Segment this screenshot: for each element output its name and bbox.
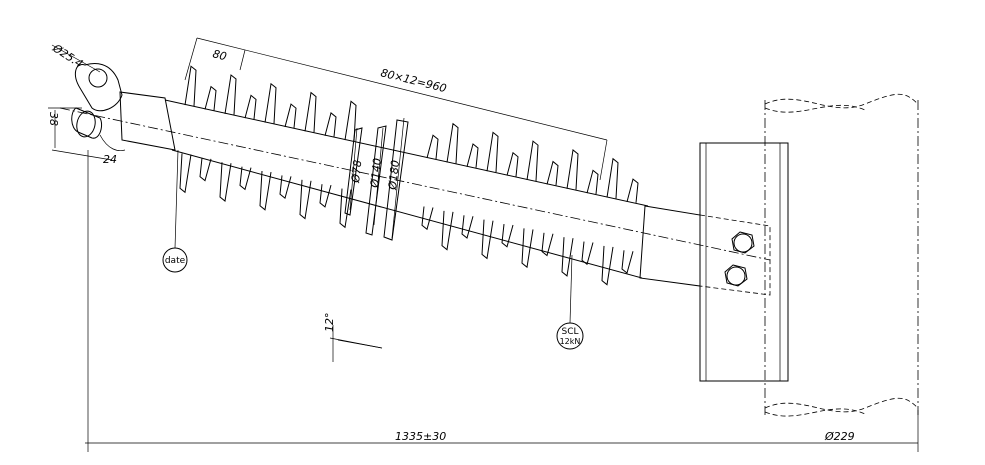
- pole: [764, 93, 919, 417]
- callout-scl: SCL 12kN: [556, 322, 584, 350]
- dim-tilt-angle: 12°: [323, 313, 336, 333]
- dim-shed-pitch: 80: [211, 47, 228, 63]
- end-fitting-left: [71, 63, 176, 151]
- shed-7: [319, 112, 337, 208]
- clamp-plate: [699, 142, 789, 382]
- shed-0: [179, 65, 197, 194]
- shed-6: [299, 91, 317, 220]
- callout-date-label: date: [165, 256, 186, 266]
- shed-12: [481, 131, 499, 260]
- dim-dia-small: Ø78: [349, 159, 364, 184]
- shed-8: [339, 100, 357, 229]
- shed-4: [259, 82, 277, 211]
- shed-3: [239, 94, 257, 191]
- shed-16: [561, 148, 579, 277]
- shed-19: [621, 178, 639, 274]
- dim-eye-height: 38: [47, 112, 60, 126]
- shed-17: [581, 169, 599, 266]
- shed-13: [501, 151, 519, 248]
- sheds: [179, 65, 639, 286]
- shed-18: [601, 157, 619, 286]
- end-fitting-right: [639, 205, 771, 296]
- shed-1: [199, 85, 217, 182]
- shed-10: [441, 122, 459, 251]
- shed-9: [421, 134, 439, 231]
- dimension-lines: [48, 37, 919, 452]
- dim-shed-total: 80×12=960: [379, 66, 448, 95]
- shed-14: [521, 140, 539, 269]
- callout-scl-line1: SCL: [561, 327, 578, 337]
- dim-dia-mid: Ø140: [368, 157, 384, 189]
- shed-5: [279, 103, 297, 200]
- shed-11: [461, 143, 479, 239]
- callout-date: date: [162, 247, 188, 273]
- dim-pole-diameter: Ø229: [824, 430, 855, 443]
- dim-eye-diameter: Ø25.4: [50, 41, 86, 71]
- callout-scl-line2: 12kN: [560, 337, 581, 346]
- shed-15: [541, 160, 559, 257]
- mid-clamp-section: [344, 119, 409, 241]
- dim-overall-length: 1335±30: [395, 430, 446, 443]
- dim-eye-depth: 24: [103, 153, 117, 166]
- shed-2: [219, 74, 237, 202]
- dim-dia-large: Ø180: [386, 159, 402, 191]
